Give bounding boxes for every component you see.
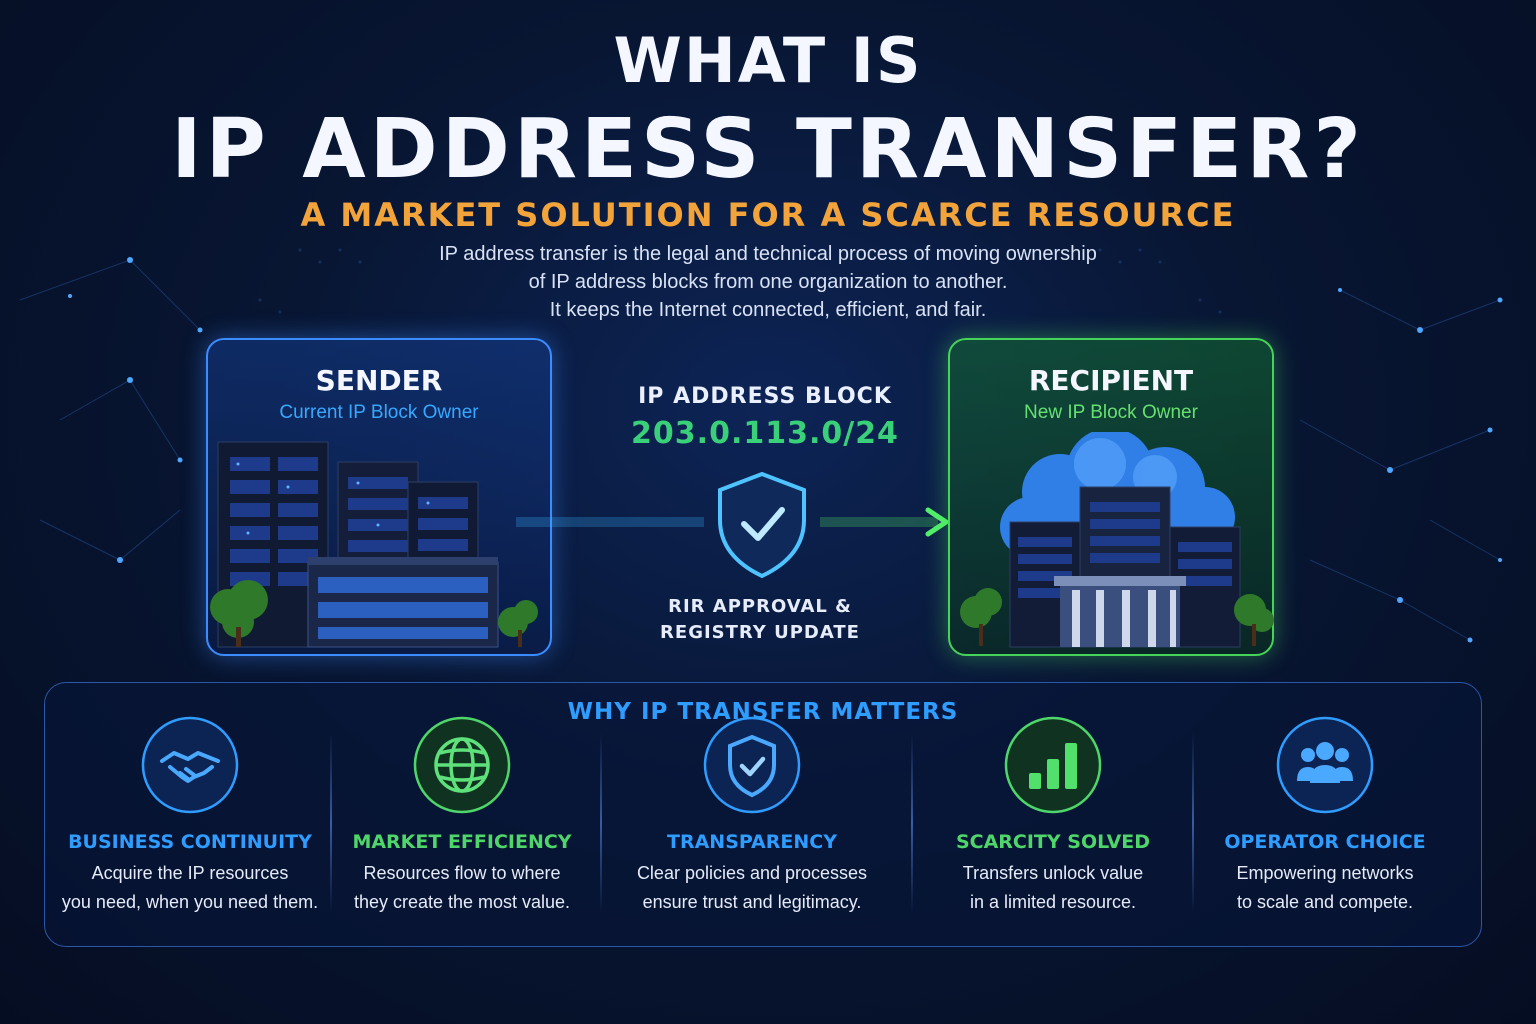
divider	[911, 733, 913, 913]
recipient-card: RECIPIENT New IP Block Owner	[948, 338, 1274, 656]
description-line: It keeps the Internet connected, efficie…	[549, 299, 987, 321]
title-line-2: IP ADDRESS TRANSFER?	[171, 102, 1365, 197]
ip-block-value: 203.0.113.0/24	[631, 416, 899, 451]
description-line: IP address transfer is the legal and tec…	[439, 243, 1097, 265]
feature-desc-line: Acquire the IP resources	[91, 863, 289, 883]
feature-desc-line: Resources flow to where	[363, 863, 561, 883]
feature-title: MARKET EFFICIENCY	[352, 831, 572, 853]
sender-title: SENDER	[315, 364, 443, 397]
handshake-icon	[140, 715, 240, 815]
data-center-building-icon	[210, 441, 538, 648]
recipient-title: RECIPIENT	[1028, 364, 1194, 397]
shield-check-icon	[702, 715, 802, 815]
feature-desc-line: Empowering networks	[1236, 863, 1414, 883]
feature-desc-line: in a limited resource.	[969, 892, 1137, 912]
users-group-icon	[1275, 715, 1375, 815]
feature-title: OPERATOR CHOICE	[1224, 831, 1426, 853]
feature-title: SCARCITY SOLVED	[955, 831, 1151, 853]
green-arrow	[820, 507, 949, 537]
divider	[1192, 733, 1194, 913]
bar-chart-icon	[1003, 715, 1103, 815]
cloud-data-center-building-icon	[960, 432, 1274, 648]
why-panel: WHY IP TRANSFER MATTERS BUSINESS CONTINU…	[44, 682, 1482, 947]
sender-card: SENDER Current IP Block Owner	[206, 338, 552, 656]
description: IP address transfer is the legal and tec…	[0, 240, 1536, 324]
approval-line-1: RIR APPROVAL &	[668, 596, 852, 617]
divider	[330, 733, 332, 913]
approval-line-2: REGISTRY UPDATE	[660, 622, 860, 643]
description-line: of IP address blocks from one organizati…	[528, 271, 1008, 293]
feature-desc-line: to scale and compete.	[1236, 892, 1414, 912]
feature-title: TRANSPARENCY	[667, 831, 837, 853]
sender-subtitle: Current IP Block Owner	[279, 402, 479, 423]
recipient-subtitle: New IP Block Owner	[1024, 402, 1198, 423]
divider	[600, 733, 602, 913]
feature-desc-line: ensure trust and legitimacy.	[642, 892, 862, 912]
feature-desc-line: Clear policies and processes	[636, 863, 868, 883]
title-line-1: WHAT IS	[613, 24, 923, 97]
feature-desc-line: Transfers unlock value	[962, 863, 1144, 883]
shield-check-icon	[718, 471, 806, 579]
feature-desc-line: they create the most value.	[353, 892, 571, 912]
feature-desc-line: you need, when you need them.	[61, 892, 319, 912]
rir-approval-text: RIR APPROVAL & REGISTRY UPDATE	[600, 594, 920, 646]
globe-icon	[412, 715, 512, 815]
feature-title: BUSINESS CONTINUITY	[68, 831, 312, 853]
transfer-flow	[516, 471, 949, 579]
subtitle: A MARKET SOLUTION FOR A SCARCE RESOURCE	[300, 196, 1236, 234]
ip-block-label: IP ADDRESS BLOCK	[638, 384, 892, 409]
